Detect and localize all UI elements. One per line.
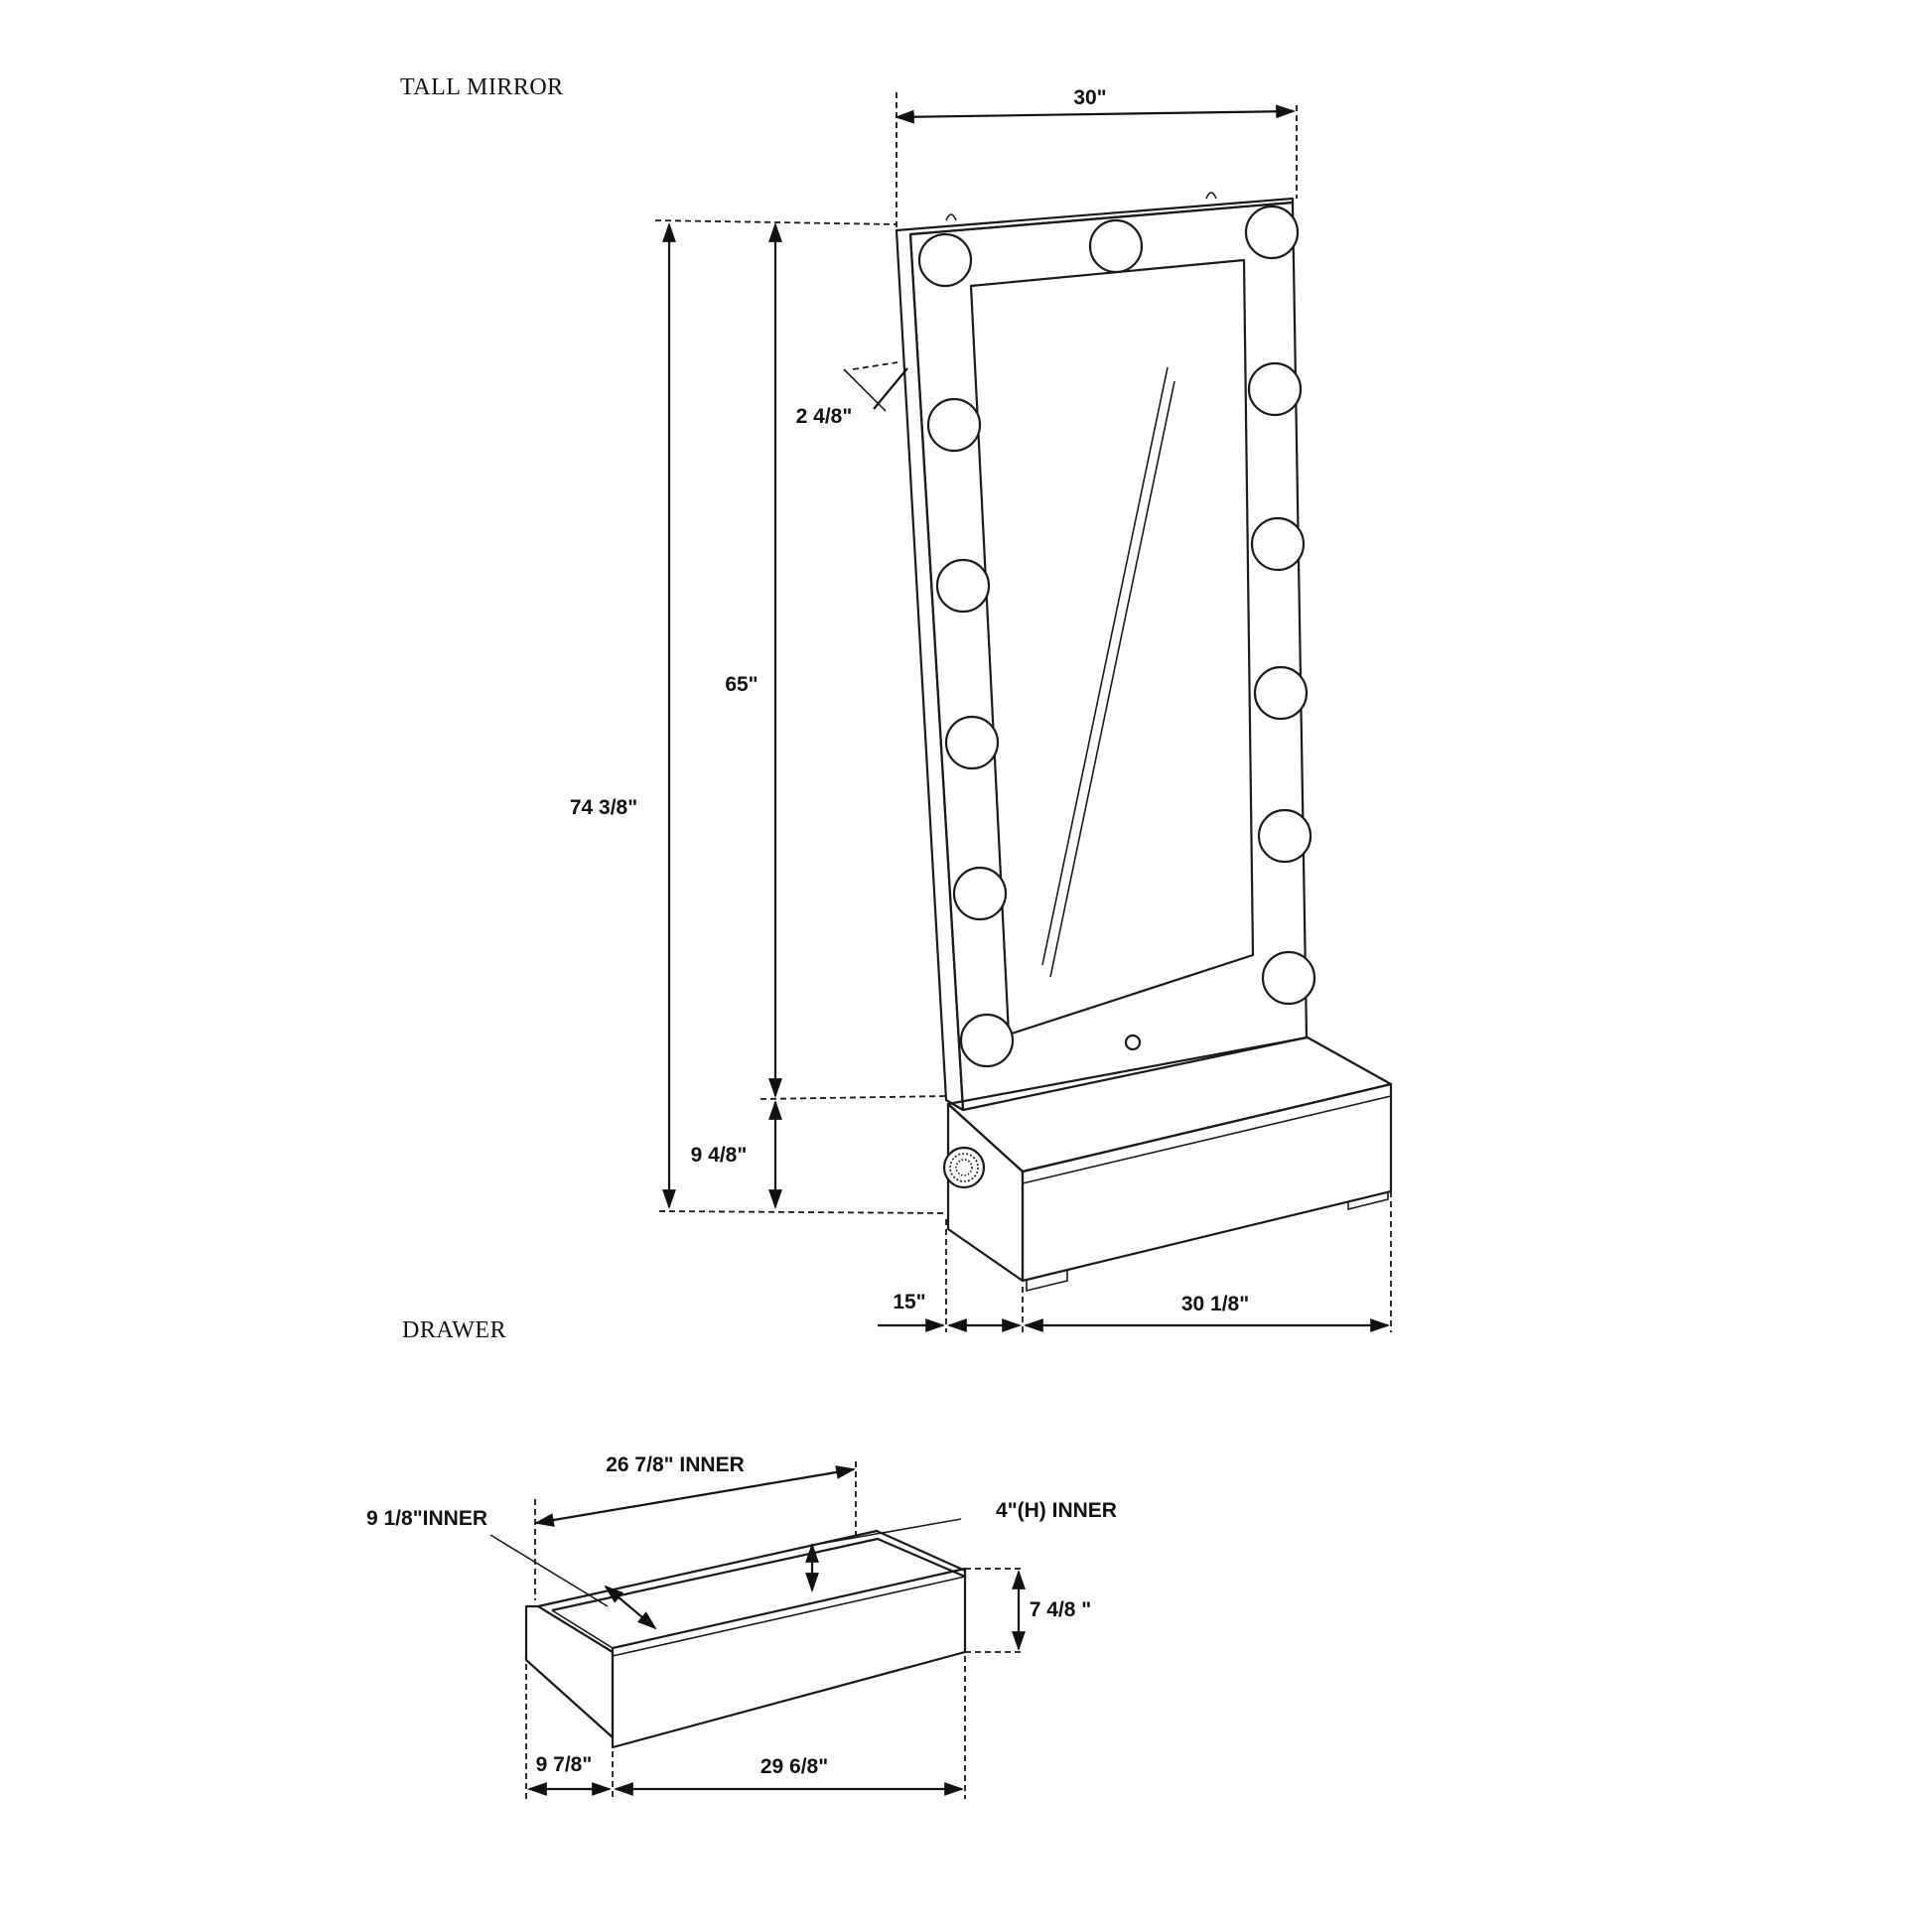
vanity-bulbs [917, 205, 1316, 1068]
bulb-left-2 [926, 397, 982, 453]
bulb-left-6 [959, 1013, 1015, 1068]
base-top [946, 1035, 1393, 1173]
dim-height-label: 7 4/8 " [1030, 1598, 1092, 1621]
drawer-title: DRAWER [402, 1317, 506, 1343]
reflection-line-1 [1041, 366, 1169, 966]
dim-inner-depth-leader [489, 1534, 609, 1607]
dim-inner-depth-label: 9 1/8"INNER [366, 1507, 487, 1530]
foot-front-right [1347, 1191, 1389, 1211]
dim-base-height-label: 9 4/8" [691, 1144, 748, 1167]
bulb-left-3 [935, 558, 991, 614]
ext-line-top [654, 219, 897, 225]
base-side [946, 1102, 1025, 1283]
bulb-right-4 [1253, 665, 1309, 721]
bulb-right-2 [1247, 361, 1303, 417]
base-drawer-front [1021, 1082, 1393, 1283]
drawer-drawing: 26 7/8" INNER 9 1/8"INNER 4"(H) INNER 7 … [366, 1453, 1117, 1799]
switch-button [1124, 1034, 1142, 1051]
bulb-left-4 [944, 715, 1000, 770]
bulb-right-3 [1250, 516, 1306, 572]
drawer-front-panel [611, 1567, 967, 1749]
reflection-line-2 [1049, 380, 1175, 978]
dim-base-width-label: 30 1/8" [1181, 1293, 1249, 1315]
bulb-right-1 [1244, 205, 1300, 260]
dim-depth-label: 9 7/8" [536, 1753, 593, 1776]
speaker-icon [942, 1146, 986, 1189]
dim-inner-depth-arrow [604, 1585, 657, 1630]
mirror-glass [969, 258, 1255, 1036]
hook-left [945, 213, 957, 221]
drawer-inner-edge [551, 1609, 614, 1649]
dim-inner-height-leader [813, 1518, 962, 1546]
ext-line-base-top [759, 1095, 947, 1100]
mirror-frame [908, 201, 1309, 1112]
foot-front-left [1026, 1271, 1068, 1293]
drawer-front-top-edge [612, 1576, 966, 1657]
dim-frame-tick [843, 368, 887, 412]
tall-mirror-title: TALL MIRROR [400, 74, 564, 100]
bulb-left-5 [952, 866, 1008, 921]
drawer-side-wall [524, 1604, 615, 1739]
bulb-left-1 [917, 232, 973, 288]
frame-side [895, 197, 1295, 1112]
dim-width-label: 30" [1073, 86, 1106, 109]
tall-mirror-drawing: 30" 74 3/8" 65" 9 4/8" 2 4/8" 15" 30 1/8… [570, 86, 1393, 1332]
dim-inner-width-arrow [534, 1465, 856, 1527]
dim-width-arrow [895, 104, 1296, 124]
drawer-gap-line [1022, 1095, 1392, 1184]
dim-mirror-height-label: 65" [725, 673, 758, 696]
dim-width-label: 29 6/8" [760, 1755, 828, 1778]
ext-line-bottom [658, 1210, 947, 1214]
hook-right [1205, 192, 1217, 200]
dim-depth-label: 15" [893, 1291, 925, 1313]
ext-line-frame [852, 361, 898, 370]
drawer-back-wall [537, 1529, 967, 1612]
dim-total-height-label: 74 3/8" [570, 796, 637, 819]
bulb-right-5 [1257, 808, 1312, 864]
dim-frame-width-label: 2 4/8" [796, 405, 853, 428]
dim-frame-width-arrow [873, 367, 908, 410]
bulb-top-center [1088, 218, 1144, 274]
bulb-right-6 [1261, 950, 1316, 1006]
dim-inner-height-label: 4"(H) INNER [996, 1499, 1117, 1522]
dim-inner-width-label: 26 7/8" INNER [606, 1453, 745, 1476]
